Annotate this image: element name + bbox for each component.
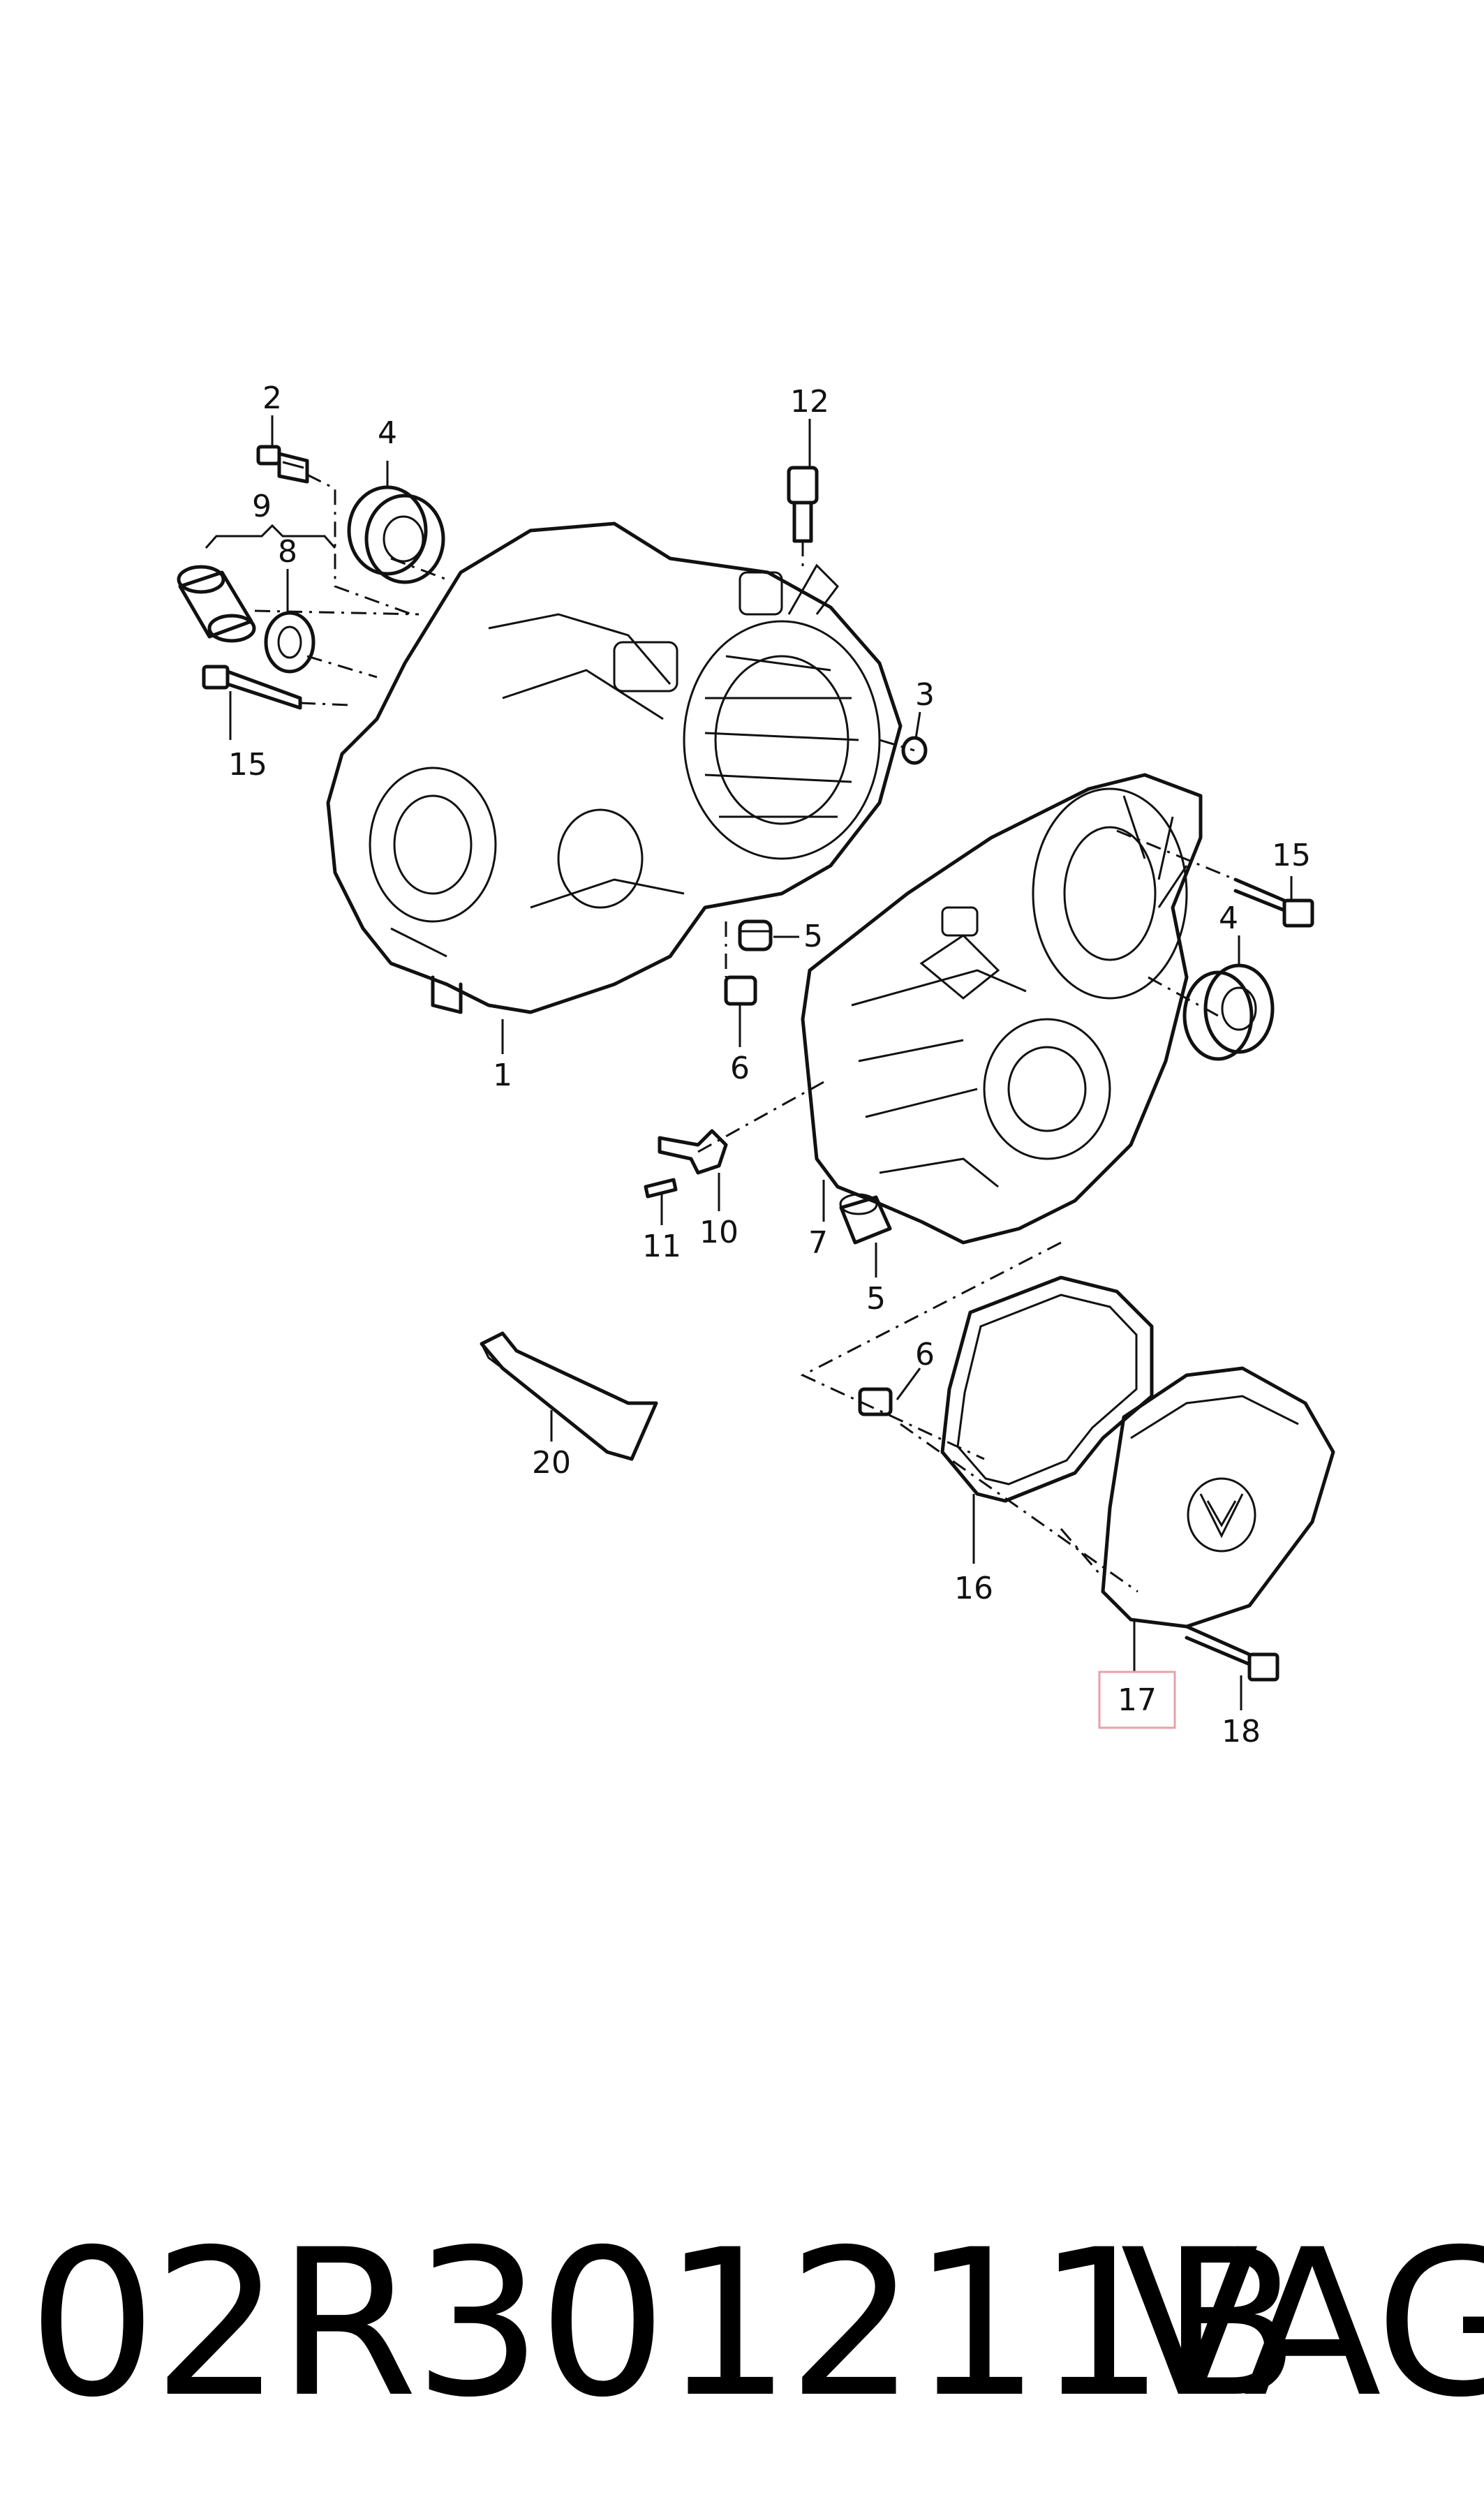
callout-6: 6 xyxy=(730,1051,750,1086)
plug-part-5-upper xyxy=(738,919,773,951)
leader-lines xyxy=(205,415,1293,1710)
callout-18: 18 xyxy=(1222,1714,1261,1749)
plug-part-5-lower xyxy=(839,1193,892,1245)
sensor-part-10 xyxy=(658,1129,728,1175)
seal-part-8 xyxy=(264,611,316,674)
callout-11: 11 xyxy=(642,1229,681,1264)
bolt-part-15-right xyxy=(1233,877,1314,928)
gasket-part-16 xyxy=(940,1275,1154,1503)
stud-part-12 xyxy=(787,466,819,543)
magnet-part-6-upper xyxy=(724,975,757,1006)
callout-4: 4 xyxy=(378,415,397,451)
screw-part-11 xyxy=(644,1178,678,1199)
caption: 02R301211B VAG xyxy=(0,2220,1484,2429)
gearbox-housing-part-7 xyxy=(801,773,1203,1245)
callout-1: 1 xyxy=(493,1058,512,1093)
callout-6: 6 xyxy=(915,1337,935,1372)
callout-8: 8 xyxy=(278,534,297,570)
screw-part-2 xyxy=(256,445,309,484)
callout-15: 15 xyxy=(228,747,267,783)
sealant-tube-part-20 xyxy=(480,1331,658,1461)
callout-5: 5 xyxy=(866,1281,886,1317)
callout-20: 20 xyxy=(532,1445,571,1481)
bolt-part-18 xyxy=(1185,1624,1279,1682)
assembly-lines xyxy=(254,473,1236,1593)
highlight-box-17 xyxy=(1098,1671,1176,1729)
callout-12: 12 xyxy=(790,384,829,420)
gearbox-housing-part-1 xyxy=(326,521,903,1014)
bearing-part-4-top xyxy=(347,485,445,584)
exploded-parts-diagram: 2 4 9 8 15 12 3 5 6 1 15 4 10 11 7 5 6 2… xyxy=(177,380,1335,1749)
brand-name: VAG xyxy=(1120,2207,1484,2442)
sleeve-part-9 xyxy=(177,565,256,643)
part-number: 02R301211B xyxy=(28,2207,1300,2442)
callout-17: 17 xyxy=(1118,1682,1157,1718)
callout-labels: 2 4 9 8 15 12 3 5 6 1 15 4 10 11 7 5 6 2… xyxy=(228,380,1311,1749)
callout-4: 4 xyxy=(1219,901,1238,936)
callout-3: 3 xyxy=(915,677,935,713)
callout-2: 2 xyxy=(262,380,282,416)
callout-16: 16 xyxy=(954,1571,993,1606)
callout-15: 15 xyxy=(1272,838,1311,873)
callout-7: 7 xyxy=(808,1225,828,1261)
bearing-part-4-right xyxy=(1182,963,1275,1061)
callout-9: 9 xyxy=(252,489,272,524)
plug-part-3 xyxy=(901,736,928,765)
magnet-part-6-lower xyxy=(858,1387,893,1416)
cover-part-17 xyxy=(1101,1366,1335,1629)
callout-5: 5 xyxy=(803,919,823,954)
callout-10: 10 xyxy=(699,1215,739,1250)
